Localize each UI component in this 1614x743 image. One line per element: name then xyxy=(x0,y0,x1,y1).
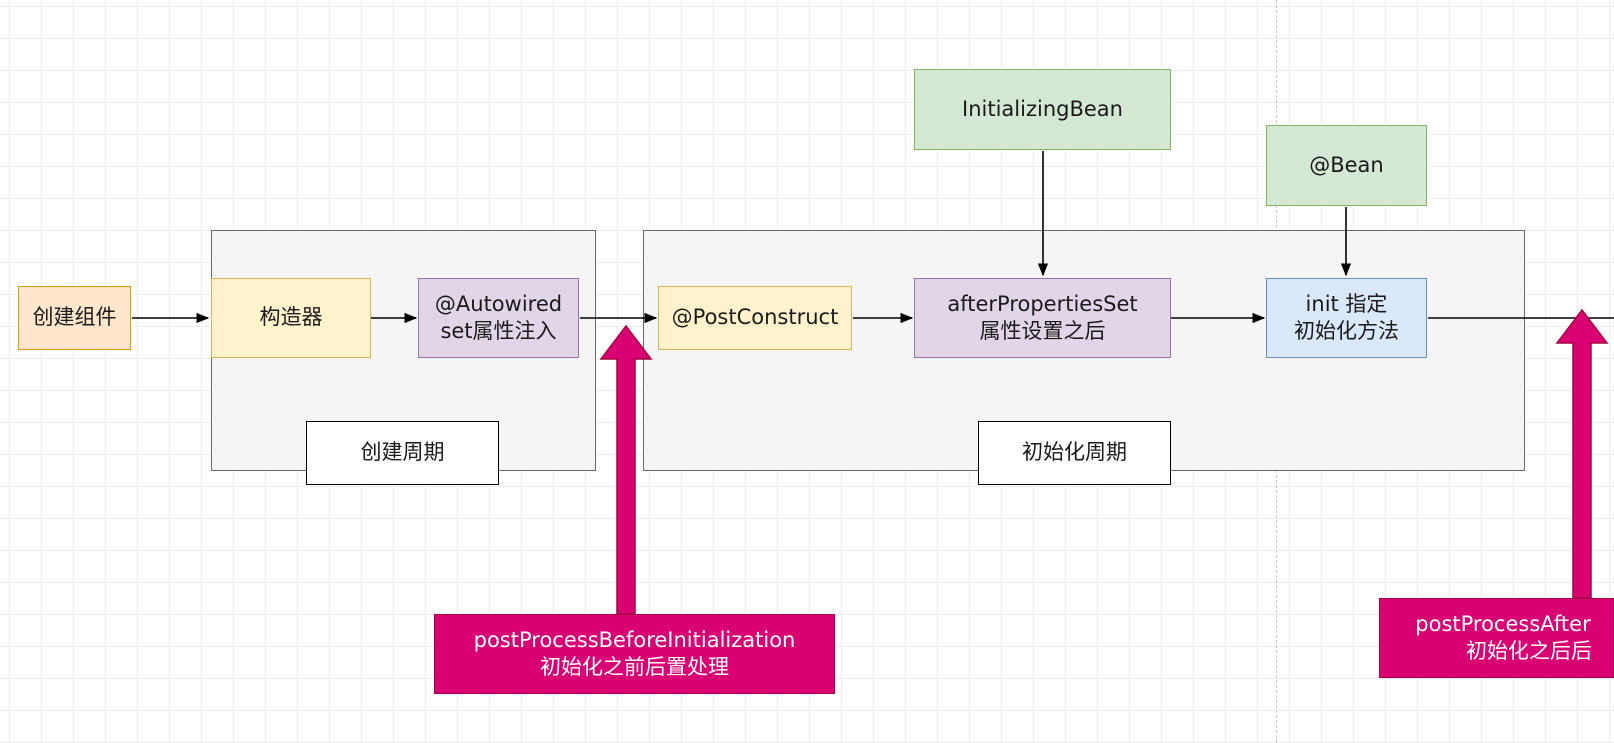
post-process-before-label-line2: 初始化之前后置处理 xyxy=(540,655,729,679)
post-process-after-arrow[interactable] xyxy=(1555,308,1609,599)
init-cycle-label-box[interactable]: 初始化周期 xyxy=(978,421,1171,485)
create-component-label: 创建组件 xyxy=(32,305,117,330)
create-component-node[interactable]: 创建组件 xyxy=(18,286,131,350)
init-method-label-line2: 初始化方法 xyxy=(1294,319,1399,343)
autowired-node[interactable]: @Autowired set属性注入 xyxy=(418,278,579,358)
init-cycle-label: 初始化周期 xyxy=(1022,440,1127,465)
constructor-label: 构造器 xyxy=(259,305,323,330)
post-process-before-node[interactable]: postProcessBeforeInitialization 初始化之前后置处… xyxy=(434,614,835,694)
post-process-after-label-line2: 初始化之后后 xyxy=(1466,639,1592,663)
after-properties-set-label-line1: afterPropertiesSet xyxy=(947,291,1138,316)
initializing-bean-node[interactable]: InitializingBean xyxy=(914,69,1171,150)
create-cycle-label: 创建周期 xyxy=(360,440,445,465)
after-properties-set-node[interactable]: afterPropertiesSet 属性设置之后 xyxy=(914,278,1171,358)
post-construct-node[interactable]: @PostConstruct xyxy=(658,286,852,350)
init-method-label-line1: init 指定 xyxy=(1305,291,1388,316)
autowired-label-line1: @Autowired xyxy=(434,291,563,316)
bean-annotation-label: @Bean xyxy=(1309,152,1384,177)
constructor-node[interactable]: 构造器 xyxy=(211,278,371,358)
post-process-after-label-line1: postProcessAfter xyxy=(1415,611,1591,636)
bean-annotation-node[interactable]: @Bean xyxy=(1266,125,1427,206)
post-process-before-arrow[interactable] xyxy=(599,324,653,615)
post-process-before-label-line1: postProcessBeforeInitialization xyxy=(473,627,796,652)
autowired-label-line2: set属性注入 xyxy=(440,319,557,343)
create-cycle-label-box[interactable]: 创建周期 xyxy=(306,421,499,485)
post-process-after-node[interactable]: postProcessAfter 初始化之后后 xyxy=(1379,598,1614,678)
after-properties-set-label-line2: 属性设置之后 xyxy=(979,319,1106,343)
initializing-bean-label: InitializingBean xyxy=(962,96,1123,121)
init-method-node[interactable]: init 指定 初始化方法 xyxy=(1266,278,1427,358)
post-construct-label: @PostConstruct xyxy=(671,305,839,330)
